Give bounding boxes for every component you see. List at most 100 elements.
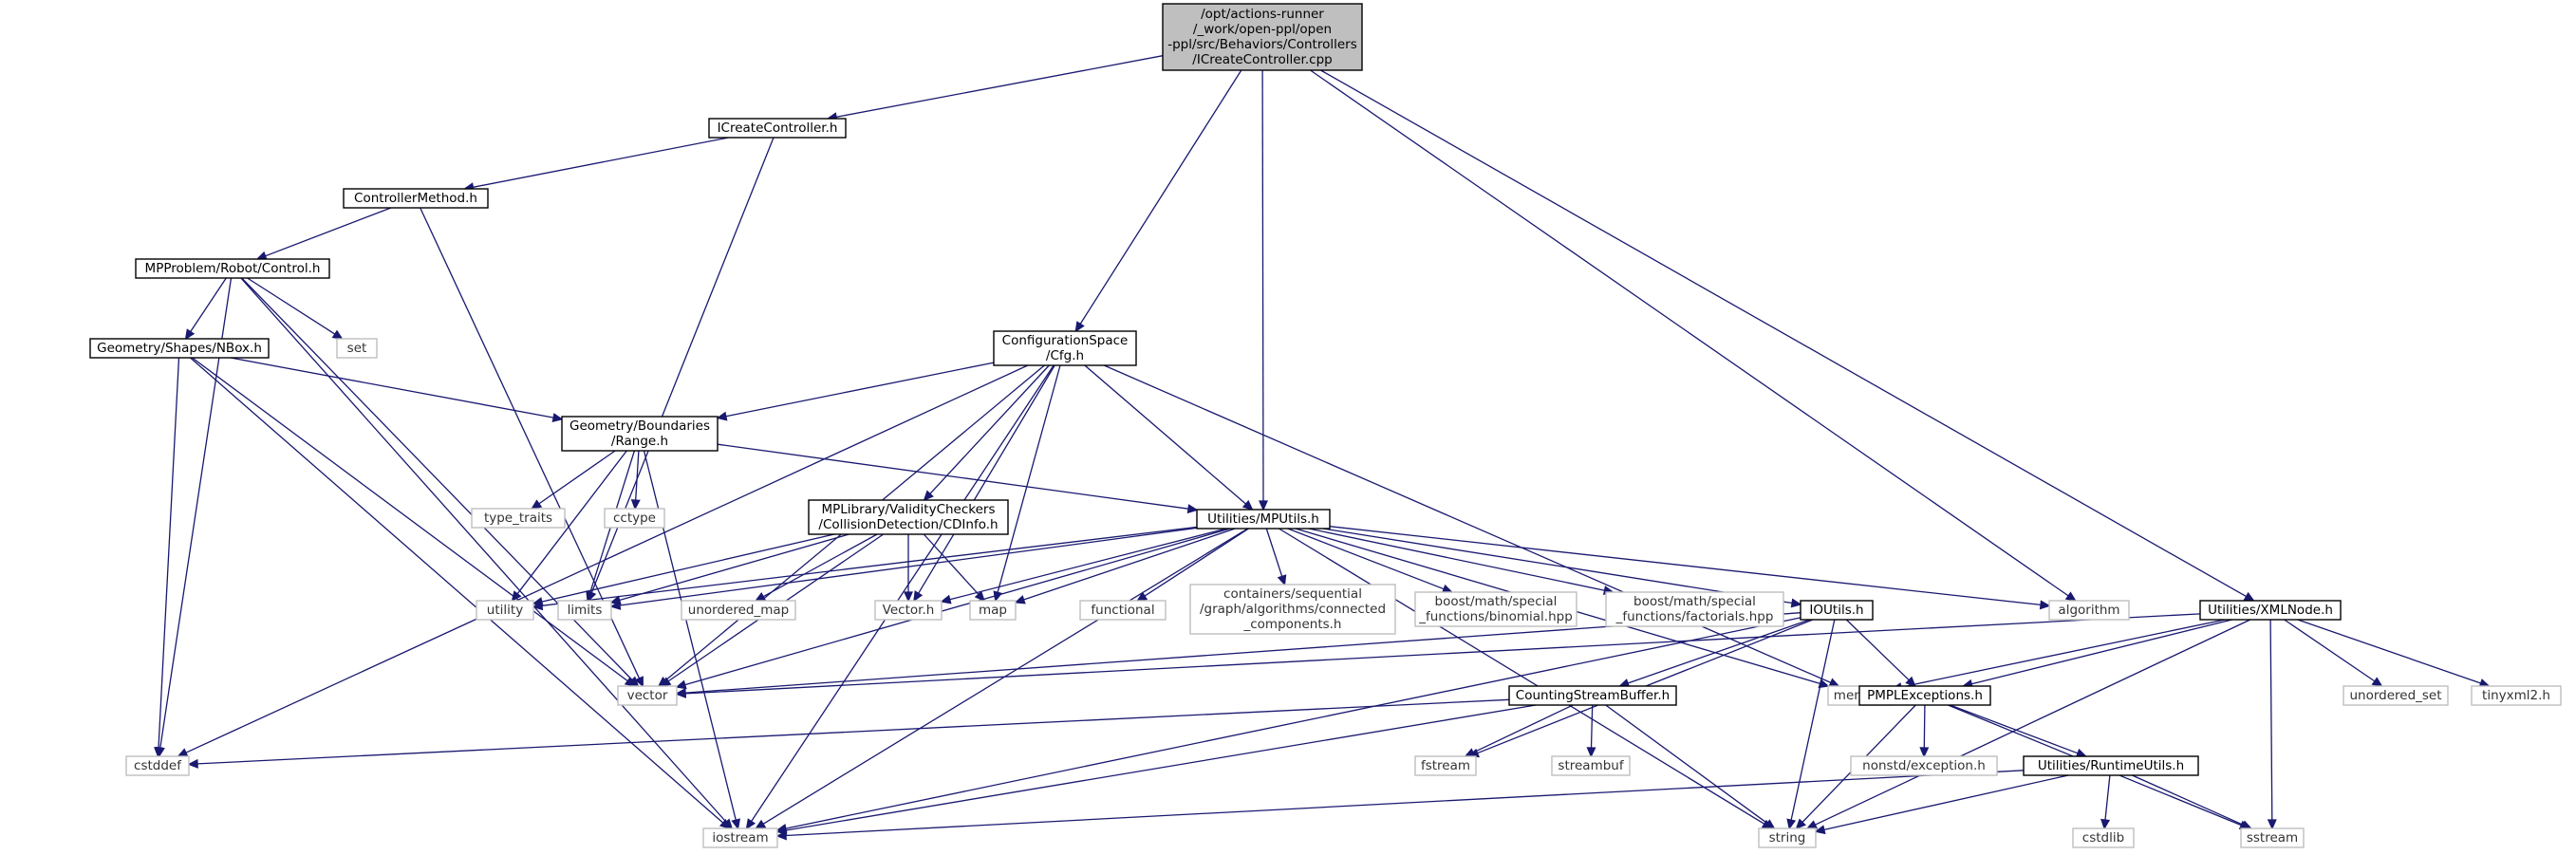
edge-cdinfo_h-to-vector_h [903,534,914,603]
edge-arrowhead-icon [609,601,622,610]
edge-pmplexceptions_h-to-nonstd_exception [1919,704,1930,758]
edge-arrowhead-icon [1277,574,1287,586]
edge-line [684,613,2201,695]
edge-arrowhead-icon [532,601,544,611]
node-label-line: map [979,603,1007,618]
node-box [681,600,796,621]
node-box [1189,584,1396,635]
edge-line [2297,619,2481,684]
edge-arrowhead-icon [511,590,522,603]
edge-line [949,528,1227,601]
node-label-line: Utilities/XMLNode.h [2208,603,2333,618]
edge-arrowhead-icon [1814,825,1826,835]
node-label-line: /_work/open-ppl/open [1193,22,1332,37]
node-box [708,118,847,139]
node-xmlnode_h[interactable]: Utilities/XMLNode.h [2199,600,2342,621]
edge-line [751,364,1055,822]
node-box [2048,600,2130,621]
edge-line [1103,364,1832,683]
node-cstdlib: cstdlib [2072,827,2135,848]
node-box [557,600,612,621]
node-label-line: containers/sequential [1223,586,1362,602]
edge-line [997,364,1061,593]
node-label-line: boost/math/special [1435,594,1558,609]
edge-line [1329,526,2042,606]
edge-ioutils_h-to-string [1786,619,1836,830]
node-box [1800,600,1874,621]
edges-layer [154,55,2491,841]
edge-line [230,357,554,418]
node-iostream: iostream [702,827,778,848]
node-icreatecontroller_h[interactable]: ICreateController.h [708,118,847,139]
edge-mputils_h-to-limits [609,527,1198,610]
edge-line [1923,704,1926,749]
edge-arrowhead-icon [624,677,636,687]
edge-line [619,533,849,602]
edge-cfg_h-to-cdinfo_h [923,364,1050,502]
node-label-line: fstream [1421,758,1470,773]
node-nbox_h[interactable]: Geometry/Shapes/NBox.h [89,338,270,359]
edge-mputils_h-to-vector [675,528,1231,690]
edge-line [785,617,1801,829]
edge-arrowhead-icon [1919,747,1930,758]
edge-arrowhead-icon [731,818,741,830]
edge-line [2104,774,2111,821]
edge-ioutils_h-to-pmplexceptions_h [1845,619,1916,688]
edge-mputils_h-to-vector_h [940,528,1227,604]
edge-arrowhead-icon [634,676,644,688]
node-ioutils_h[interactable]: IOUtils.h [1800,600,1874,621]
node-root[interactable]: /opt/actions-runner/_work/open-ppl/open-… [1162,3,1363,71]
node-label-line: type_traits [484,511,552,526]
edge-line [541,533,835,603]
node-range_h[interactable]: Geometry/Boundaries/Range.h [561,416,719,452]
edge-arrowhead-icon [745,818,756,830]
node-label-line: /graph/algorithms/connected [1200,602,1386,617]
edge-arrowhead-icon [754,592,767,602]
node-cdinfo_h[interactable]: MPLibrary/ValidityCheckers/CollisionDete… [808,499,1009,535]
edge-arrowhead-icon [974,590,985,603]
edge-nbox_h-to-range_h [230,357,564,422]
node-control_h[interactable]: MPProblem/Robot/Control.h [135,258,330,279]
edge-line [1287,528,1445,590]
node-pmplexceptions_h[interactable]: PMPLExceptions.h [1858,685,1991,706]
edge-line [1320,69,2247,598]
node-vector: vector [617,685,678,706]
node-box [969,600,1017,621]
node-box [125,755,190,776]
node-label-line: nonstd/exception.h [1862,758,1986,773]
node-nonstd_exception: nonstd/exception.h [1850,755,1998,776]
edge-cfg_h-to-iostream [745,364,1055,830]
edge-cfg_h-to-mputils_h [1084,364,1254,511]
edge-arrowhead-icon [903,591,914,603]
node-cfg_h[interactable]: ConfigurationSpace/Cfg.h [993,330,1137,366]
node-box [343,188,489,209]
edge-mputils_h-to-connected_components [1265,528,1287,586]
node-countingstreambuffer_h[interactable]: CountingStreamBuffer.h [1508,685,1677,706]
node-label-line: /Range.h [611,434,668,449]
edge-line [1815,619,2251,826]
node-box [1508,685,1677,706]
edge-line [1950,704,2079,754]
node-box [2240,827,2305,848]
node-set: set [336,338,378,359]
edge-arrowhead-icon [1258,500,1269,511]
edge-line [785,770,2025,837]
edge-arrowhead-icon [775,830,787,841]
edge-control_h-to-vector [241,277,640,688]
edge-arrowhead-icon [1786,818,1797,830]
edge-arrowhead-icon [913,590,924,603]
node-label-line: streambuf [1558,758,1624,773]
node-label-line: limits [568,603,603,618]
node-label-line: /Cfg.h [1046,348,1084,363]
edge-line [240,277,727,823]
node-controllermethod_h[interactable]: ControllerMethod.h [343,188,489,209]
edge-arrowhead-icon [331,329,344,340]
edge-line [762,533,878,598]
node-box [1605,591,1784,627]
node-mputils_h[interactable]: Utilities/MPUtils.h [1196,509,1331,530]
edge-arrowhead-icon [1828,678,1840,687]
node-tinyxml2_h: tinyxml2.h [2471,685,2562,706]
node-label-line: _functions/factorials.hpp [1615,609,1774,624]
node-label-line: ConfigurationSpace [1002,333,1129,348]
node-runtimeutils_h[interactable]: Utilities/RuntimeUtils.h [2023,755,2199,776]
